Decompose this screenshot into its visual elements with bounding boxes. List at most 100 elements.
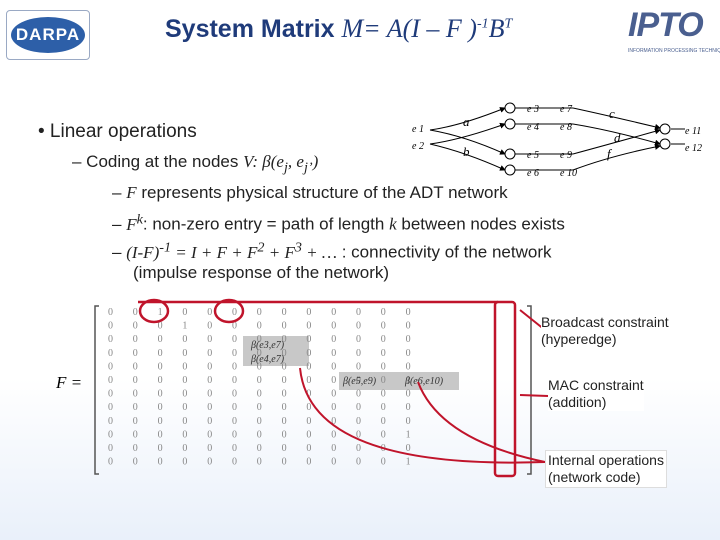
matrix-cell: 0 [232, 443, 237, 454]
matrix-cell: 0 [158, 361, 163, 372]
beta-entry: β(e4,e7) [250, 354, 285, 365]
matrix-cell: 0 [182, 457, 187, 468]
matrix-cell: 1 [406, 429, 411, 440]
matrix-cell: 0 [257, 429, 262, 440]
matrix-cell: 0 [282, 361, 287, 372]
matrix-cell: 0 [306, 307, 311, 318]
beta-entry: β(e3,e7) [250, 340, 285, 351]
matrix-cell: 0 [356, 443, 361, 454]
beta-entry: β(e6,e10) [404, 376, 444, 387]
matrix-cell: 0 [306, 457, 311, 468]
bullet-linear-operations: • Linear operations [38, 121, 197, 142]
matrix-cell: 0 [331, 416, 336, 427]
matrix-cell: 0 [158, 402, 163, 413]
matrix-cell: 0 [406, 321, 411, 332]
matrix-cell: 0 [257, 321, 262, 332]
matrix-cell: 0 [158, 389, 163, 400]
matrix-cell: 0 [257, 443, 262, 454]
edge-label: e 5 [527, 150, 539, 161]
matrix-cell: 0 [381, 375, 386, 386]
matrix-cell: 0 [232, 361, 237, 372]
matrix-cell: 0 [133, 334, 138, 345]
matrix-cell: 0 [232, 429, 237, 440]
matrix-cell: 0 [331, 361, 336, 372]
matrix-cell: 0 [356, 307, 361, 318]
matrix-cell: 0 [306, 416, 311, 427]
matrix-cell: 0 [232, 334, 237, 345]
matrix-cell: 0 [182, 334, 187, 345]
matrix-cell: 0 [306, 375, 311, 386]
matrix-cell: 0 [133, 348, 138, 359]
matrix-cell: 0 [158, 334, 163, 345]
matrix-cell: 0 [182, 402, 187, 413]
matrix-cell: 0 [232, 457, 237, 468]
matrix-cell: 0 [232, 375, 237, 386]
matrix-cell: 0 [306, 334, 311, 345]
ipto-logo-subtext: INFORMATION PROCESSING TECHNIQUES OFFICE [628, 48, 720, 54]
matrix-cell: 0 [356, 389, 361, 400]
matrix-cell: 0 [306, 443, 311, 454]
matrix-cell: 0 [331, 402, 336, 413]
matrix-cell: 0 [306, 402, 311, 413]
darpa-logo: DARPA [6, 10, 90, 60]
matrix-cell: 0 [108, 429, 113, 440]
matrix-cell: 0 [182, 348, 187, 359]
node-label: a [463, 114, 470, 129]
edge-label: e 11 [685, 126, 701, 137]
matrix-cell: 0 [182, 443, 187, 454]
matrix-cell: 0 [356, 375, 361, 386]
matrix-cell: 0 [331, 321, 336, 332]
matrix-cell: 0 [381, 402, 386, 413]
ipto-logo: IPTO INFORMATION PROCESSING TECHNIQUES O… [628, 8, 720, 66]
matrix-cell: 0 [282, 321, 287, 332]
matrix-cell: 0 [133, 429, 138, 440]
matrix-cell: 0 [257, 389, 262, 400]
matrix-cell: 0 [158, 375, 163, 386]
matrix-cell: 0 [282, 334, 287, 345]
title-formula: M= A(I – F )-1BT [341, 14, 513, 43]
matrix-cell: 0 [108, 361, 113, 372]
matrix-cell: 0 [406, 416, 411, 427]
matrix-cell: 0 [282, 307, 287, 318]
matrix-cell: 0 [108, 307, 113, 318]
matrix-cell: 0 [207, 375, 212, 386]
matrix-cell: 0 [133, 375, 138, 386]
matrix-cell: 0 [306, 429, 311, 440]
matrix-cell: 0 [331, 334, 336, 345]
edge-label: e 2 [412, 141, 424, 152]
matrix-cell: 0 [207, 334, 212, 345]
matrix-cell: 0 [282, 402, 287, 413]
matrix-cell: 0 [331, 443, 336, 454]
node-label: d [614, 130, 621, 145]
matrix-cell: 0 [158, 321, 163, 332]
matrix-cell: 0 [133, 416, 138, 427]
matrix-cell: 0 [182, 416, 187, 427]
title-text: System Matrix [165, 15, 335, 43]
edge-label: e 8 [560, 122, 572, 133]
matrix-cell: 0 [108, 402, 113, 413]
matrix-cell: 0 [381, 321, 386, 332]
matrix-cell: 1 [406, 457, 411, 468]
matrix-cell: 0 [356, 416, 361, 427]
subbullet-coding: – Coding at the nodes V: β(ej, ej’) [72, 152, 319, 176]
matrix-cell: 0 [257, 375, 262, 386]
matrix-cell: 0 [331, 307, 336, 318]
matrix-cell: 0 [108, 375, 113, 386]
matrix-cell: 0 [207, 457, 212, 468]
callout-internal: Internal operations(network code) [545, 450, 667, 488]
node-label: c [609, 106, 615, 121]
matrix-cell: 0 [182, 429, 187, 440]
matrix-cell: 0 [381, 334, 386, 345]
matrix-label: F = [56, 373, 83, 392]
matrix-cell: 0 [406, 334, 411, 345]
matrix-cell: 0 [406, 389, 411, 400]
matrix-cell: 0 [232, 348, 237, 359]
matrix-cell: 0 [133, 402, 138, 413]
matrix-cell: 0 [381, 389, 386, 400]
matrix-cell: 0 [133, 443, 138, 454]
edge-label: e 4 [527, 122, 539, 133]
matrix-cell: 0 [133, 307, 138, 318]
network-diagram: e 1 e 2 e 3 e 4 e 5 e 6 e 7 e 8 e 9 e 10… [412, 102, 702, 179]
matrix-cell: 0 [232, 307, 237, 318]
